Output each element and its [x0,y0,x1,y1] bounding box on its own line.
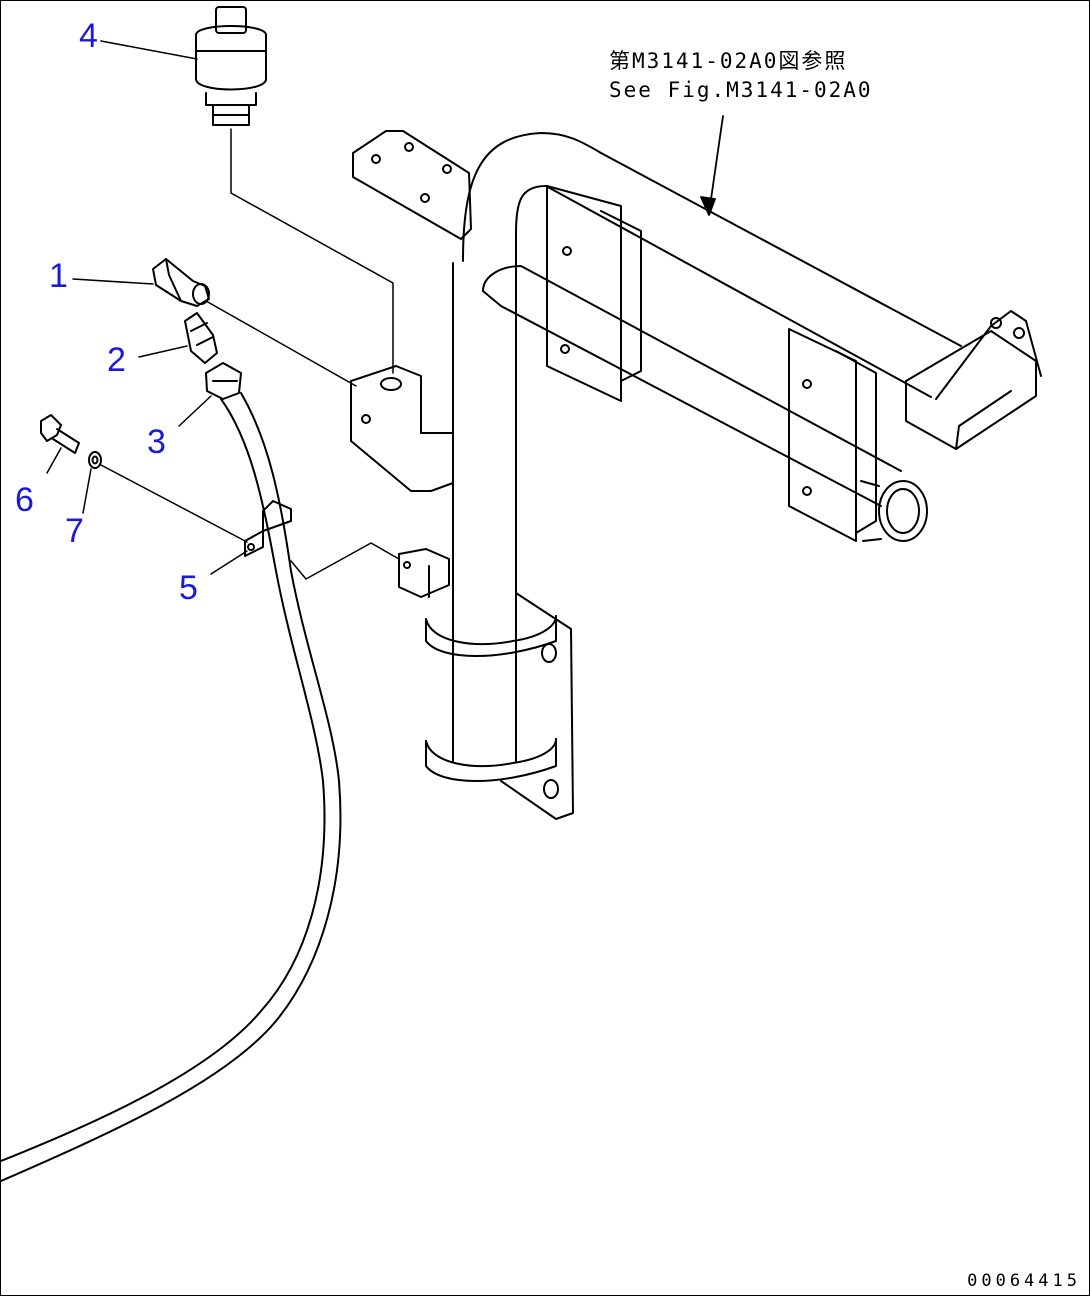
adapter-part-2 [184,312,218,364]
callout-2[interactable]: 2 [107,341,126,379]
bolt-part-6 [40,414,80,454]
figure-reference-note-en: See Fig.M3141-02A0 [609,78,873,102]
callout-7[interactable]: 7 [65,512,84,550]
leader-line-part-4 [230,128,394,374]
pressure-switch-part-4 [195,6,267,126]
leader-line-part-1 [205,300,357,387]
drawing-id: 00064415 [967,1271,1081,1291]
callout-3[interactable]: 3 [147,423,166,461]
callout-6[interactable]: 6 [15,481,34,519]
figure-reference-note-jp: 第M3141-02A0図参照 [609,49,848,73]
elbow-fitting-part-1 [152,258,210,307]
callout-leaders [46,40,248,575]
hose-clamp-part-5 [244,500,292,557]
leader-line-part-5 [290,542,400,580]
hose-part-3 [1,362,342,1182]
reference-arrow [700,115,724,216]
leader-line-part-7 [100,464,248,543]
frame-assembly [350,130,1042,820]
washer-part-7 [88,451,102,469]
callout-1[interactable]: 1 [49,257,68,295]
callout-4[interactable]: 4 [79,17,98,55]
callout-5[interactable]: 5 [179,569,198,607]
